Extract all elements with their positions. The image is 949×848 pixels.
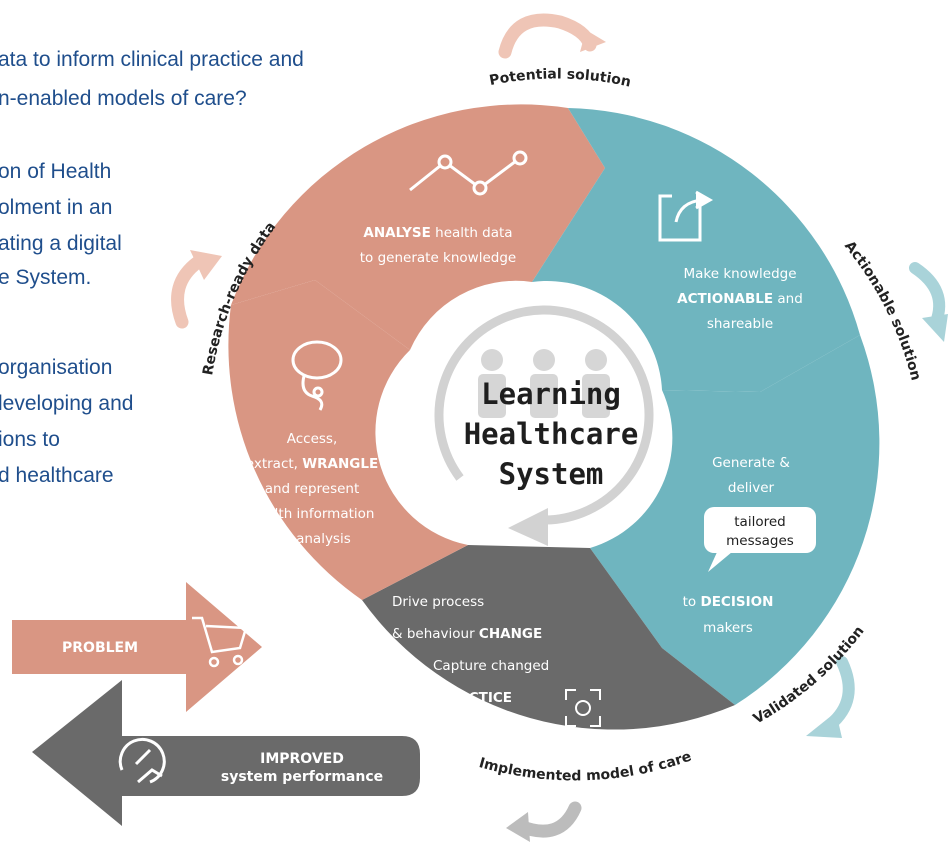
lasso-icon	[291, 340, 343, 411]
para1-line-1: on of Health	[0, 160, 112, 183]
bubble-line-1: tailored	[734, 514, 785, 530]
actionable-line-2: ACTIONABLE and	[677, 291, 803, 307]
share-icon	[658, 190, 714, 242]
wrangle-line-2: extract, WRANGLE	[246, 456, 378, 472]
segment-actionable	[532, 108, 860, 392]
change-line-4: PRACTICE	[438, 690, 512, 706]
decision-line-4: makers	[703, 620, 753, 636]
people-icon	[478, 349, 610, 418]
actionable-line-1: Make knowledge	[683, 266, 796, 282]
improved-line-2: system performance	[221, 769, 383, 785]
question-line-2: n-enabled models of care?	[0, 87, 247, 110]
decision-line-3: to DECISION	[683, 594, 774, 610]
change-line-2: & behaviour CHANGE	[392, 626, 542, 642]
para1-line-3: ating a digital	[0, 232, 122, 255]
segment-wrangle	[228, 280, 468, 600]
left-curved-arrow	[171, 255, 205, 329]
focus-frame-icon	[565, 689, 601, 727]
question-line-1: ata to inform clinical practice and	[0, 48, 304, 71]
para2-line-2: leveloping and	[0, 392, 134, 415]
analyse-line-2: to generate knowledge	[360, 250, 516, 266]
improved-arrow	[32, 680, 420, 826]
para1-line-2: olment in an	[0, 196, 113, 219]
para1-line-4: e System.	[0, 266, 92, 289]
change-line-3: Capture changed	[433, 658, 549, 674]
problem-arrow	[12, 582, 262, 712]
wrangle-line-4: health information	[250, 506, 375, 522]
improved-line-1: IMPROVED	[260, 751, 344, 767]
decision-line-1: Generate &	[712, 455, 790, 471]
speedometer-icon	[118, 737, 166, 784]
line-chart-icon	[409, 150, 528, 196]
actionable-line-3: shareable	[707, 316, 773, 332]
change-line-1: Drive process	[392, 594, 484, 610]
para2-line-4: d healthcare	[0, 464, 114, 487]
top-curved-arrow	[498, 13, 597, 59]
wrangle-line-3: and represent	[265, 481, 360, 497]
right-curved-arrow	[909, 262, 946, 328]
cart-icon	[192, 616, 253, 691]
wrangle-line-5: for analysis	[273, 531, 351, 547]
bubble-line-2: messages	[726, 533, 794, 549]
center-title-line-1: Learning	[481, 377, 621, 411]
problem-label: PROBLEM	[62, 640, 138, 656]
para2-line-3: ions to	[0, 428, 60, 451]
center-cycle-ring	[434, 305, 654, 525]
analyse-line-1: ANALYSE health data	[363, 225, 512, 241]
segment-change	[362, 545, 735, 730]
decision-line-2: deliver	[728, 480, 775, 496]
arc-label-potential: Potential solution	[488, 66, 632, 90]
center-title-line-3: System	[499, 457, 604, 491]
arc-label-implemented: Implemented model of care	[477, 749, 693, 785]
speech-bubble: tailored messages	[704, 507, 816, 572]
center-title-line-2: Healthcare	[464, 417, 639, 451]
para2-line-1: organisation	[0, 356, 113, 379]
wrangle-line-1: Access,	[287, 431, 338, 447]
